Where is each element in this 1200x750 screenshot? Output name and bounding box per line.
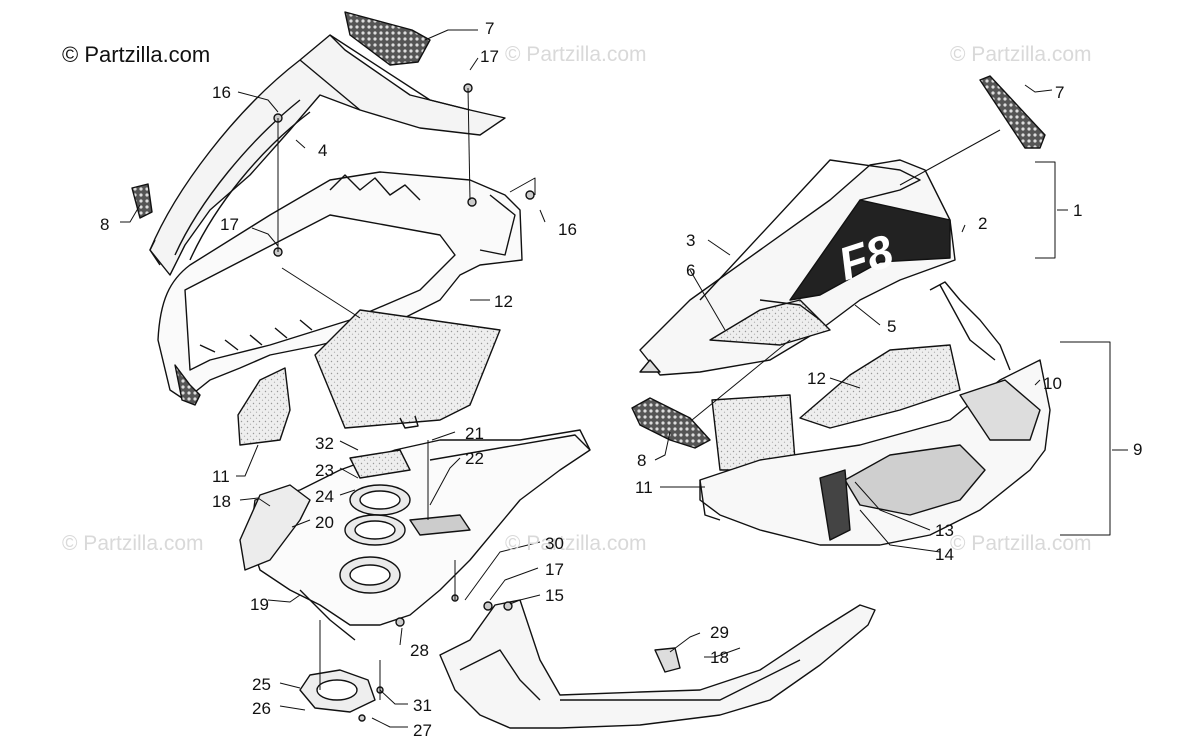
callout-18: 18 (710, 648, 729, 667)
vent-grille-part-7-right (979, 75, 1046, 149)
callout-14: 14 (935, 545, 954, 564)
vent-grille-part-8-left (131, 183, 153, 219)
callout-7: 7 (1055, 83, 1065, 102)
foam-pad-part-12-left (314, 309, 501, 429)
callout-19: 19 (250, 595, 269, 614)
watermark: © Partzilla.com (62, 532, 204, 555)
callout-11: 11 (635, 478, 653, 497)
callout-21: 21 (465, 424, 484, 443)
callout-16: 16 (212, 83, 231, 102)
alignment-lines (277, 87, 1001, 700)
callout-5: 5 (887, 317, 897, 336)
hood-assembly-part-1: F8 (639, 159, 956, 376)
callout-7: 7 (485, 19, 495, 38)
callout-4: 4 (318, 141, 328, 160)
callout-16: 16 (558, 220, 577, 239)
watermark: © Partzilla.com (505, 532, 647, 555)
callout-22: 22 (465, 449, 484, 468)
callout-13: 13 (935, 521, 954, 540)
callout-26: 26 (252, 699, 271, 718)
watermark: © Partzilla.com (950, 43, 1092, 66)
foam-pad-part-12-right (799, 344, 961, 429)
callout-12: 12 (807, 369, 826, 388)
callout-29: 29 (710, 623, 729, 642)
callout-15: 15 (545, 586, 564, 605)
callout-8: 8 (637, 451, 647, 470)
callout-28: 28 (410, 641, 429, 660)
callout-31: 31 (413, 696, 432, 715)
callout-17: 17 (220, 215, 239, 234)
callout-17: 17 (480, 47, 499, 66)
callout-20: 20 (315, 513, 334, 532)
callout-23: 23 (315, 461, 334, 480)
callout-27: 27 (413, 721, 432, 740)
callout-17: 17 (545, 560, 564, 579)
vent-grille-part-8-right (631, 397, 711, 449)
callout-9: 9 (1133, 440, 1143, 459)
grommet-part-25 (299, 669, 376, 713)
copyright-text: © Partzilla.com (62, 42, 211, 67)
callout-6: 6 (686, 261, 696, 280)
callout-18: 18 (212, 492, 231, 511)
callout-10: 10 (1043, 374, 1062, 393)
watermark: © Partzilla.com (950, 532, 1092, 555)
callout-11: 11 (212, 467, 230, 486)
belly-pan-part-18 (439, 599, 876, 729)
callout-3: 3 (686, 231, 696, 250)
callout-leaders (120, 29, 1128, 728)
watermark: © Partzilla.com (505, 43, 647, 66)
foam-pad-part-11-left (237, 367, 291, 446)
vent-grille-part-7-top (344, 11, 431, 66)
callout-24: 24 (315, 487, 334, 506)
callout-12: 12 (494, 292, 513, 311)
lower-hood-part-9 (699, 281, 1051, 546)
callout-32: 32 (315, 434, 334, 453)
callout-2: 2 (978, 214, 988, 233)
callout-30: 30 (545, 534, 564, 553)
callout-1: 1 (1073, 201, 1083, 220)
callout-8: 8 (100, 215, 110, 234)
upper-hood-part-4 (149, 34, 506, 276)
lower-console (239, 429, 591, 641)
callout-25: 25 (252, 675, 271, 694)
